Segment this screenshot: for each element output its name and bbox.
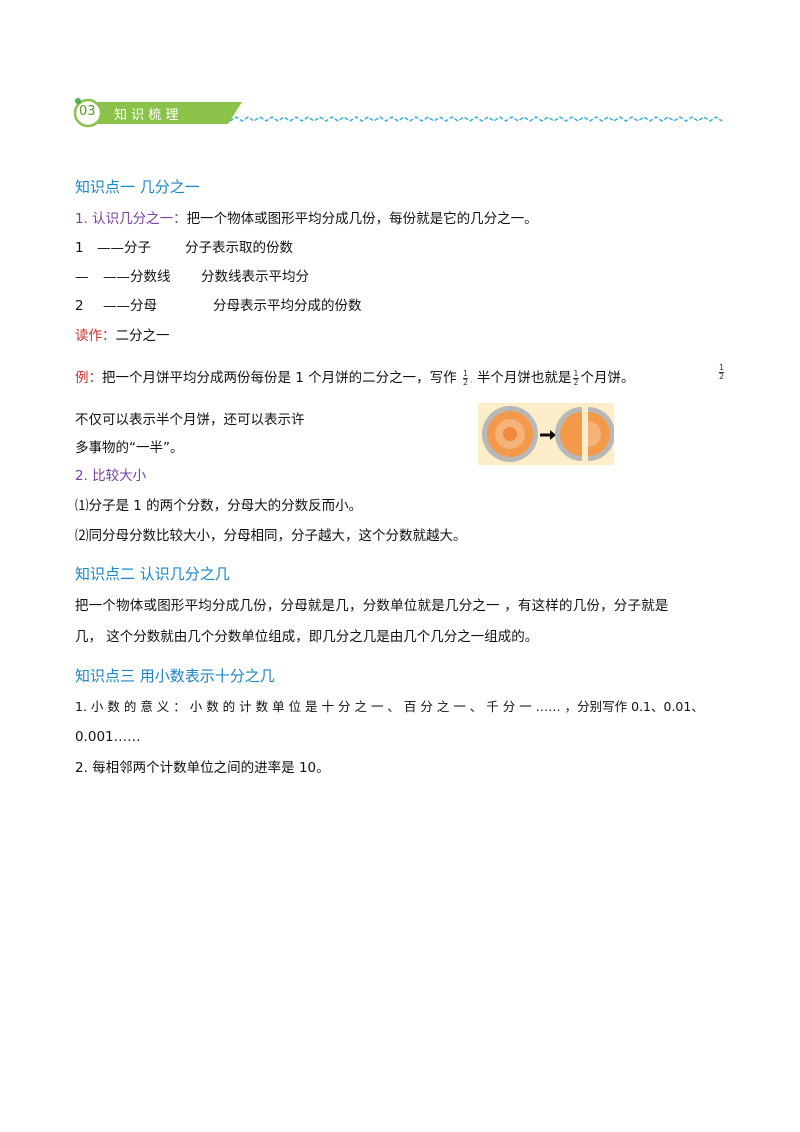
example-continuation: 多事物的“一半”。 <box>75 440 184 456</box>
half-mooncake-icon <box>555 407 614 461</box>
fraction-part-row: 1 ——分子 分子表示取的份数 <box>75 238 293 258</box>
arrow-icon <box>540 430 556 440</box>
part-name: ——分母 <box>103 298 157 314</box>
kp3-text: 1. 小 数 的 意 义 ： 小 数 的 计 数 单 位 是 十 分 之 一 、… <box>75 699 704 714</box>
read-text: 二分之一 <box>115 328 170 344</box>
compare-rule-2: ⑵同分母分数比较大小，分母相同，分子越大，这个分数就越大。 <box>75 528 467 544</box>
example-label: 例： <box>75 370 102 386</box>
part-symbol: 1 <box>75 240 84 256</box>
read-as-line: 读作：二分之一 <box>75 326 170 346</box>
compare-title: 2. 比较大小 <box>75 468 147 484</box>
compare-rule-1: ⑴分子是 1 的两个分数，分母大的分数反而小。 <box>75 498 363 514</box>
definition-text: 把一个物体或图形平均分成几份，每份就是它的几分之一。 <box>186 211 538 227</box>
definition-label: 1. 认识几分之一： <box>75 211 187 227</box>
kp2-title: 知识点二 认识几分之几 <box>75 565 230 583</box>
wave-line <box>229 116 723 122</box>
example-text-c: 个月饼。 <box>580 370 635 386</box>
kp2-text: 几， 这个分数就由几个分数单位组成，即几分之几是由几个几分之一组成的。 <box>75 629 539 645</box>
section-header: 03 知 识 梳 理 <box>70 94 730 134</box>
mooncake-illustration <box>478 403 614 465</box>
kp3-text: 0.001…… <box>75 729 141 745</box>
part-desc: 分数线表示平均分 <box>201 269 309 285</box>
part-name: ——分数线 <box>103 269 171 285</box>
example-text-b: 半个月饼也就是 <box>476 370 572 386</box>
part-desc: 分母表示平均分成的份数 <box>213 298 362 314</box>
kp3-title: 知识点三 用小数表示十分之几 <box>75 667 275 685</box>
kp1-definition: 1. 认识几分之一：把一个物体或图形平均分成几份，每份就是它的几分之一。 <box>75 209 538 229</box>
part-desc: 分子表示取的份数 <box>185 240 293 256</box>
kp3-text: 2. 每相邻两个计数单位之间的进率是 10。 <box>75 760 330 776</box>
whole-mooncake-icon <box>482 406 538 462</box>
fraction-part-row: — ——分数线 分数线表示平均分 <box>75 267 309 287</box>
kp2-text: 把一个物体或图形平均分成几份，分母就是几，分数单位就是几分之一 ，有这样的几份，… <box>75 598 669 614</box>
part-symbol: — <box>75 269 89 285</box>
part-name: ——分子 <box>97 240 151 256</box>
example-continuation: 不仅可以表示半个月饼，还可以表示许 <box>75 412 305 428</box>
kp1-title: 知识点一 几分之一 <box>75 178 200 196</box>
part-symbol: 2 <box>75 298 84 314</box>
header-banner-graphic <box>73 98 723 128</box>
read-label: 读作： <box>75 328 116 344</box>
fraction-part-row: 2 ——分母 分母表示平均分成的份数 <box>75 296 362 316</box>
header-title: 知 识 梳 理 <box>114 108 179 123</box>
header-number: 03 <box>79 104 96 119</box>
example-text-a: 把一个月饼平均分成两份每份是 1 个月饼的二分之一，写作 <box>102 370 457 386</box>
